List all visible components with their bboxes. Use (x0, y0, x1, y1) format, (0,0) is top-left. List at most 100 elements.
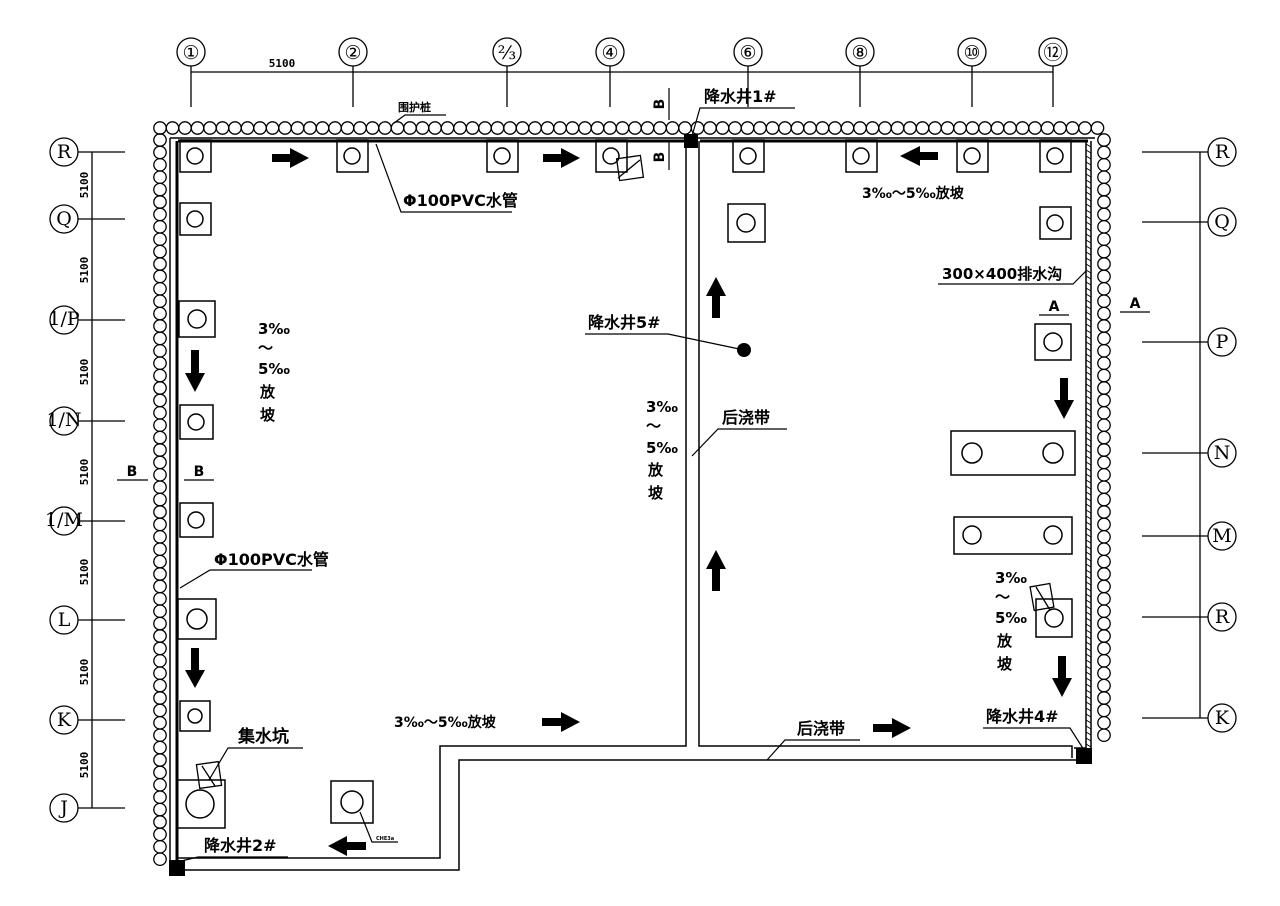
pile-circle (153, 777, 167, 792)
left-axis-label: L (58, 609, 71, 631)
pile-circle (1097, 666, 1111, 681)
ditch-tick (1085, 221, 1092, 226)
pile-circle (153, 257, 167, 271)
arrow-right-icon (542, 712, 580, 732)
pile-circle (153, 393, 167, 408)
pile-circle (153, 802, 167, 817)
pile-circle (1097, 653, 1111, 668)
pile-circle (615, 121, 630, 135)
arrow-right-icon (873, 718, 911, 738)
ditch-tick (1085, 701, 1092, 706)
ditch-tick (1085, 269, 1092, 274)
pile-circle (1097, 554, 1111, 569)
pile-circle (1053, 121, 1067, 135)
column-base (1035, 598, 1073, 638)
left-axis-label: K (57, 709, 72, 731)
ditch-tick (1085, 647, 1092, 652)
right-axis-labels: R Q P N M R K (1212, 141, 1231, 729)
pile-circle (1097, 678, 1111, 693)
ditch-tick (1085, 179, 1092, 184)
pile-circle (1097, 579, 1111, 594)
top-axis-10 (957, 37, 987, 107)
pile-circle (515, 121, 530, 135)
ditch-tick (1085, 401, 1092, 406)
pile-circle (565, 121, 580, 135)
slope-vertical-right: 3‰ ～ 5‰ 放 坡 (995, 569, 1027, 673)
pile-circle (265, 121, 280, 135)
pile-circle (1078, 121, 1092, 135)
arrow-right-icon (543, 148, 580, 168)
pile-circle (1097, 529, 1111, 544)
pile-circle (665, 121, 680, 135)
ditch-tick (1085, 623, 1092, 628)
pile-circle (1097, 691, 1111, 705)
pile-circle (153, 591, 167, 606)
ditch-tick (1085, 509, 1092, 514)
pile-circle (865, 121, 880, 135)
top-axis-label: ② (344, 42, 361, 64)
pile-circle (1097, 294, 1111, 309)
pile-circle (953, 121, 967, 135)
ditch-tick (1085, 533, 1092, 538)
pile-circle (153, 343, 167, 358)
column-base (179, 202, 212, 236)
pile-circle (553, 121, 567, 135)
slope-text: 3‰ (646, 398, 678, 416)
ditch-tick (1085, 185, 1092, 190)
ditch-tick (1085, 437, 1092, 442)
slope-text: 放 (996, 632, 1013, 650)
pile-circle (1097, 443, 1111, 457)
pile-circle (965, 121, 980, 135)
pvc-pipe-top-label: Φ100PVC水管 (403, 191, 518, 210)
pile-circle (403, 121, 417, 135)
leader-tiny-note (359, 811, 398, 843)
ditch-label: 300×400排水沟 (942, 265, 1062, 283)
ditch-tick (1085, 605, 1092, 610)
ditch-tick (1085, 203, 1092, 208)
column-base (179, 404, 214, 440)
pile-circle (390, 121, 405, 135)
ditch-tick (1085, 353, 1092, 358)
slope-vertical-mid: 3‰ ～ 5‰ 放 坡 (646, 398, 678, 502)
ditch-tick (1085, 641, 1092, 646)
pile-circle (415, 121, 430, 135)
ditch-tick (1085, 479, 1092, 484)
pile-circle (153, 331, 167, 346)
pile-circle (153, 653, 167, 668)
pile-circle (603, 121, 617, 135)
slope-text: 坡 (648, 484, 663, 502)
ditch-tick (1085, 293, 1092, 298)
arrow-up-icon (706, 550, 726, 591)
post-band-1-label: 后浇带 (722, 408, 770, 427)
sump-pit (615, 154, 645, 182)
top-axis-label: ① (182, 42, 199, 64)
ditch-tick (1085, 599, 1092, 604)
pile-circle (153, 356, 167, 371)
ditch-hatch (1085, 143, 1092, 748)
column-base (179, 502, 214, 538)
pile-circle (365, 121, 380, 135)
pile-circle (1097, 728, 1111, 743)
pile-circle (590, 121, 605, 135)
pile-circle (153, 740, 167, 755)
leader-pvc-left (179, 569, 312, 589)
leader-well-2 (176, 856, 288, 863)
pile-circle (1097, 145, 1111, 160)
ditch-tick (1085, 371, 1092, 376)
pile-circle (153, 170, 167, 185)
pile-circle (778, 121, 792, 135)
top-dimension-value: 5100 (269, 57, 296, 70)
left-axis-label: Q (56, 208, 72, 230)
ditch-tick (1085, 263, 1092, 268)
pile-circle (153, 133, 167, 147)
pile-circle (1097, 591, 1111, 606)
slope-text: 5‰ (646, 439, 678, 457)
column-base (956, 139, 989, 173)
pile-circle (740, 121, 755, 135)
pile-circle (990, 121, 1005, 135)
pile-circle (153, 554, 167, 569)
pile-circle (753, 121, 767, 135)
pile-circle (978, 121, 992, 135)
top-axis-labels: ① ② ⅔ ④ ⑥ ⑧ ⑩ ⑫ (182, 42, 1062, 64)
arrow-down-icon (185, 648, 205, 688)
